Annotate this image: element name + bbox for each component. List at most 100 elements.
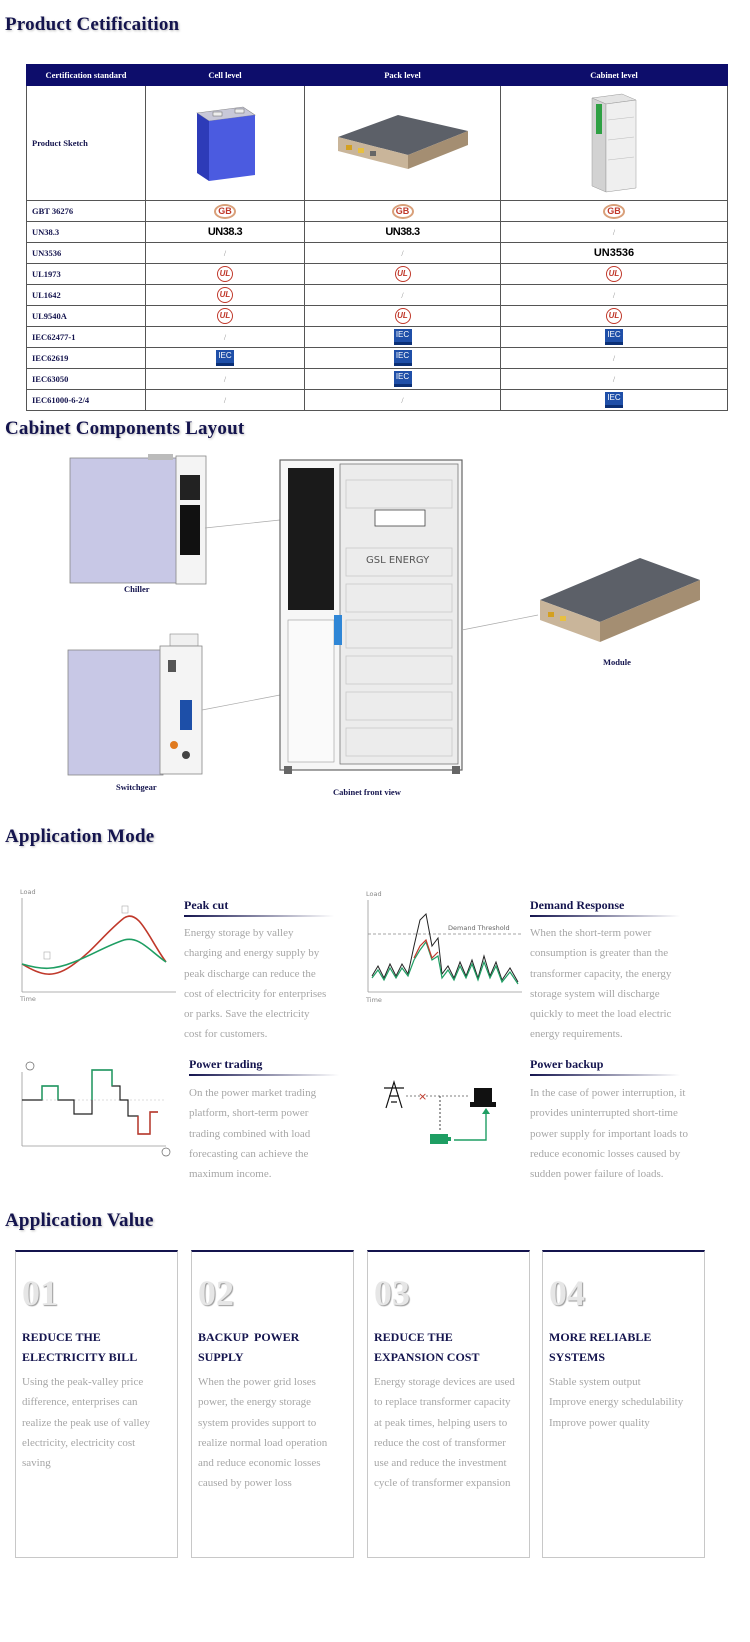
pack-level-value: UL — [304, 263, 501, 285]
pack-level-value: UN38.3 — [304, 221, 501, 243]
module-drawing — [461, 558, 700, 642]
cell-level-value: IEC — [145, 347, 305, 369]
iec-mark-icon: IEC — [605, 329, 623, 345]
pack-level-value: / — [304, 389, 501, 411]
svg-text:Demand Threshold: Demand Threshold — [448, 924, 510, 932]
un3536-mark: UN3536 — [593, 247, 635, 259]
not-applicable-mark: / — [612, 228, 616, 237]
standard-label: UL1642 — [26, 284, 146, 306]
cabinet-brand-label: GSL ENERGY — [366, 555, 430, 566]
header-cell: Cell level — [145, 64, 305, 86]
ul-mark-icon: UL — [606, 266, 622, 282]
pack-level-value: IEC — [304, 347, 501, 369]
pack-level-value: / — [304, 242, 501, 264]
certification-table: Certification standard Cell level Pack l… — [26, 64, 728, 411]
card-number: 03 — [374, 1273, 410, 1313]
card-number: 02 — [198, 1273, 234, 1313]
ul-mark-icon: UL — [217, 308, 233, 324]
standard-label: UN38.3 — [26, 221, 146, 243]
not-applicable-mark: / — [223, 249, 227, 258]
cell-level-value: / — [145, 389, 305, 411]
not-applicable-mark: / — [401, 291, 404, 300]
currency-icon — [25, 1061, 35, 1071]
cabinet-front-caption: Cabinet front view — [333, 787, 401, 797]
table-row: UL1642 UL / / — [26, 284, 728, 306]
un38-mark: UN38.3 — [207, 226, 243, 238]
cabinet-level-value: GB — [500, 200, 728, 222]
table-row: Product Sketch — [26, 85, 728, 201]
table-row: UL1973 UL UL UL — [26, 263, 728, 285]
power-tower-icon — [384, 1079, 404, 1109]
not-applicable-mark: / — [612, 291, 616, 300]
cell-sketch-image — [145, 85, 305, 201]
standard-label: UN3536 — [26, 242, 146, 264]
mode-underline — [530, 915, 680, 917]
cabinet-level-value: / — [500, 221, 728, 243]
not-applicable-mark: / — [223, 333, 227, 342]
header-pack: Pack level — [304, 64, 501, 86]
svg-text:Time: Time — [19, 995, 36, 1003]
disconnect-icon: × — [418, 1090, 427, 1103]
chiller-caption: Chiller — [124, 584, 150, 594]
table-row: IEC63050/IEC/ — [26, 368, 728, 390]
section-title-value: Application Value — [5, 1210, 154, 1231]
standard-label: GBT 36276 — [26, 200, 146, 222]
section-title-layout: Cabinet Components Layout — [5, 418, 245, 439]
svg-text:Time: Time — [365, 996, 382, 1004]
table-row: UN3536 / / UN3536 — [26, 242, 728, 264]
iec-mark-icon: IEC — [393, 329, 412, 345]
pack-level-value: IEC — [304, 368, 501, 390]
cabinet-level-value: / — [500, 284, 728, 306]
not-applicable-mark: / — [401, 396, 404, 405]
not-applicable-mark: / — [612, 354, 616, 363]
pack-level-value: UL — [304, 305, 501, 327]
iec-mark-icon: IEC — [393, 350, 412, 366]
mode-underline — [184, 915, 334, 917]
switchgear-drawing — [67, 633, 281, 776]
switchgear-caption: Switchgear — [116, 782, 157, 792]
mode-title-demand: Demand Response — [530, 898, 625, 912]
module-caption: Module — [603, 657, 631, 667]
gb-mark-icon: GB — [391, 203, 414, 219]
iec-mark-icon: IEC — [216, 350, 234, 366]
gb-mark-icon: GB — [603, 203, 625, 219]
cell-level-value: UL — [145, 284, 305, 306]
cabinet-front-drawing — [279, 459, 463, 774]
cabinet-layout-diagram: GSL ENERGY — [67, 454, 700, 776]
iec-mark-icon: IEC — [393, 371, 412, 387]
cell-level-value: / — [145, 326, 305, 348]
svg-text:Load: Load — [366, 890, 382, 898]
not-applicable-mark: / — [223, 396, 227, 405]
battery-icon — [430, 1134, 451, 1144]
header-standard: Certification standard — [26, 64, 146, 86]
cabinet-level-value: / — [500, 347, 728, 369]
svg-text:Load: Load — [20, 888, 36, 896]
not-applicable-mark: / — [401, 249, 404, 258]
standard-label: IEC63050 — [26, 368, 146, 390]
table-row: IEC62619 IEC IEC / — [26, 347, 728, 369]
ul-mark-icon: UL — [217, 266, 233, 282]
cell-level-value: UL — [145, 263, 305, 285]
standard-label: IEC61000-6-2/4 — [26, 389, 146, 411]
pack-level-value: IEC — [304, 326, 501, 348]
section-title-certification: Product Cetificaition — [5, 14, 180, 35]
standard-label: UL1973 — [26, 263, 146, 285]
cell-level-value: UL — [145, 305, 305, 327]
ul-mark-icon: UL — [217, 287, 233, 303]
cabinet-level-value: IEC — [500, 389, 728, 411]
standard-label: IEC62619 — [26, 347, 146, 369]
ul-mark-icon: UL — [606, 308, 622, 324]
